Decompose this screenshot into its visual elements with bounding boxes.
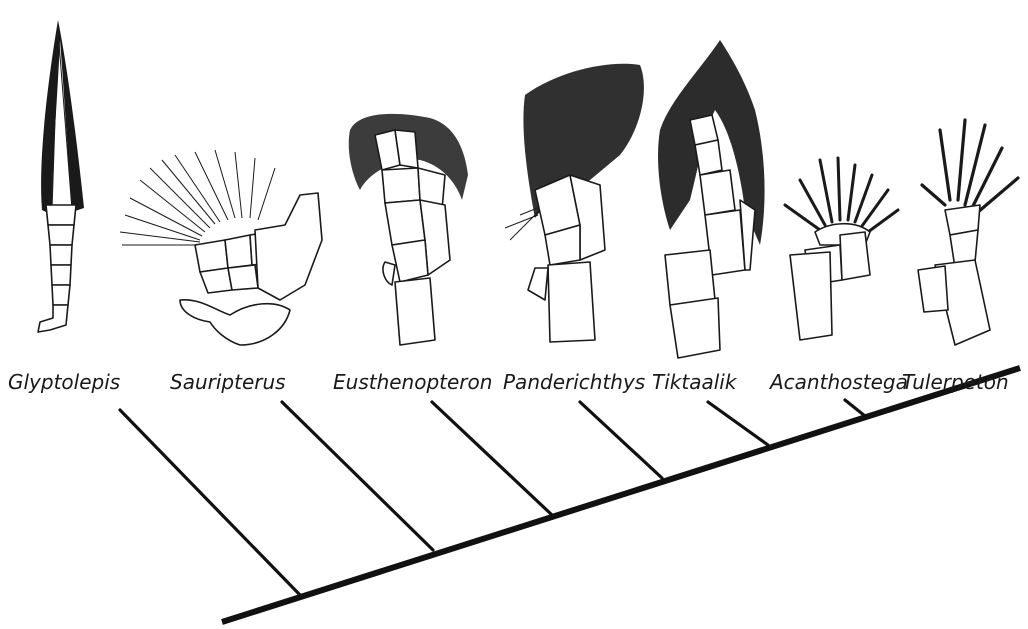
label-eusthenopteron: Eusthenopteron xyxy=(333,370,492,394)
branch-glyptolepis xyxy=(120,410,300,595)
branch-tiktaalik xyxy=(708,402,768,445)
branch-sauripterus xyxy=(282,402,433,550)
label-panderichthys: Panderichthys xyxy=(503,370,645,394)
label-tulerpeton: Tulerpeton xyxy=(902,370,1009,394)
label-acanthostega: Acanthostega xyxy=(768,370,908,394)
label-tiktaalik: Tiktaalik xyxy=(652,370,738,394)
branch-eusthenopteron xyxy=(432,402,552,515)
cladogram-trunk xyxy=(222,368,1020,622)
label-glyptolepis: Glyptolepis xyxy=(8,370,120,394)
eusthenopteron-fin-icon xyxy=(349,114,468,345)
panderichthys-fin-icon xyxy=(505,64,644,342)
glyptolepis-fin-icon xyxy=(38,20,84,332)
acanthostega-limb-icon xyxy=(785,158,898,340)
branch-acanthostega xyxy=(845,400,865,416)
sauripterus-fin-icon xyxy=(120,150,322,345)
tulerpeton-limb-icon xyxy=(918,120,1018,345)
label-sauripterus: Sauripterus xyxy=(170,370,286,394)
tiktaalik-fin-icon xyxy=(658,40,765,358)
cladogram-tree xyxy=(120,368,1020,622)
taxon-labels: Glyptolepis Sauripterus Eusthenopteron P… xyxy=(8,370,1009,394)
branch-panderichthys xyxy=(580,402,662,478)
